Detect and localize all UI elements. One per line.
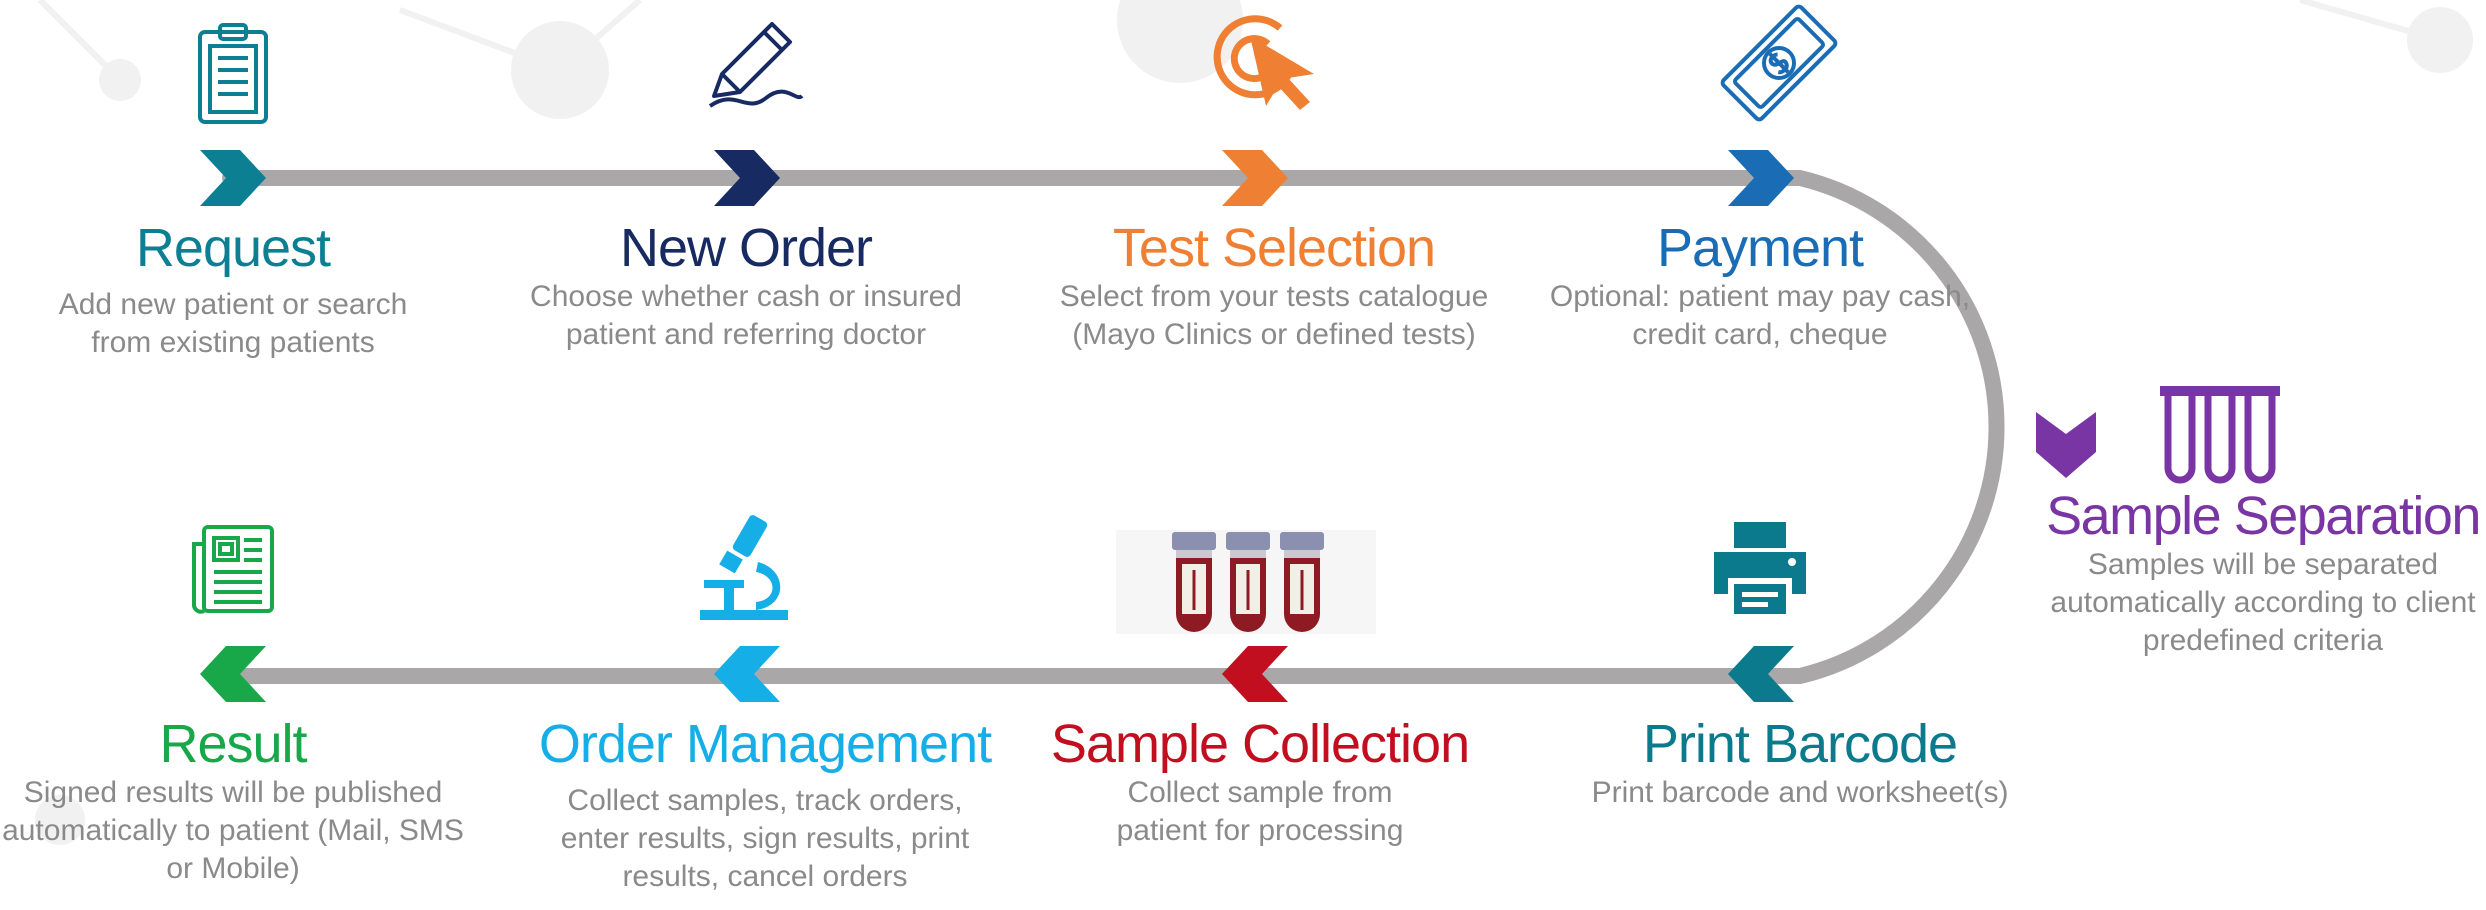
description-line: patient for processing (1116, 814, 1404, 847)
step-title: Test Selection (1112, 218, 1436, 278)
step-title: Order Management (538, 714, 992, 774)
blood-tubes-icon (1116, 530, 1376, 634)
money-bill-icon (1720, 4, 1838, 122)
description-line: Print barcode and worksheet(s) (1591, 776, 2009, 809)
sample-separation-chevron (2036, 412, 2096, 478)
description-line: or Mobile) (166, 852, 300, 885)
molecule-background-decoration (35, 0, 2473, 845)
step-title: Result (159, 714, 307, 774)
step-title: Request (135, 218, 331, 278)
test-tubes-icon (2160, 386, 2280, 484)
step-description: Add new patient or search from existing … (20, 286, 446, 362)
step-order-management: Order Management Collect samples, track … (520, 714, 1010, 896)
step-description: Collect samples, track orders, enter res… (520, 782, 1010, 896)
description-line: credit card, cheque (1632, 318, 1888, 351)
step-title: Sample Collection (1050, 714, 1470, 774)
payment-chevron (1728, 150, 1794, 206)
step-print-barcode: Print Barcode Print barcode and workshee… (1530, 714, 2070, 812)
new-order-chevron (714, 150, 780, 206)
description-line: Choose whether cash or insured (530, 280, 962, 313)
step-description: Signed results will be published automat… (0, 774, 466, 888)
step-description: Optional: patient may pay cash, credit c… (1540, 278, 1980, 354)
pencil-icon (708, 22, 804, 108)
description-line: Select from your tests catalogue (1059, 280, 1489, 313)
description-line: automatically to patient (Mail, SMS (2, 814, 464, 847)
step-test-selection: Test Selection Select from your tests ca… (1046, 218, 1502, 354)
order-management-chevron (714, 646, 780, 702)
step-sample-collection: Sample Collection Collect sample from pa… (1030, 714, 1490, 850)
description-line: enter results, sign results, print (560, 822, 970, 855)
description-line: predefined criteria (2142, 624, 2384, 657)
step-title: Print Barcode (1642, 714, 1958, 774)
step-result: Result Signed results will be published … (0, 714, 466, 888)
description-line: Add new patient or search (58, 288, 408, 321)
step-description: Collect sample from patient for processi… (1030, 774, 1490, 850)
request-chevron (200, 150, 266, 206)
step-description: Choose whether cash or insured patient a… (530, 278, 962, 354)
step-title: Sample Separation (2046, 486, 2481, 546)
printer-icon (1714, 522, 1806, 614)
track-line (222, 170, 2005, 684)
step-payment: Payment Optional: patient may pay cash, … (1540, 218, 1980, 354)
description-line: Samples will be separated (2087, 548, 2439, 581)
clipboard-icon (198, 23, 268, 124)
description-line: Optional: patient may pay cash, (1549, 280, 1971, 313)
step-sample-separation: Sample Separation Samples will be separa… (2040, 486, 2486, 660)
test-selection-chevron (1222, 150, 1288, 206)
step-request: Request Add new patient or search from e… (20, 218, 446, 362)
target-cursor-icon (1213, 15, 1314, 110)
description-line: results, cancel orders (622, 860, 908, 893)
step-description: Samples will be separated automatically … (2040, 546, 2486, 660)
step-title: New Order (619, 218, 873, 278)
step-description: Select from your tests catalogue (Mayo C… (1046, 278, 1502, 354)
description-line: automatically according to client (2050, 586, 2476, 619)
result-chevron (200, 646, 266, 702)
sample-collection-chevron (1222, 646, 1288, 702)
description-line: Collect samples, track orders, (567, 784, 963, 817)
description-line: Collect sample from (1127, 776, 1393, 809)
step-new-order: New Order Choose whether cash or insured… (530, 218, 962, 354)
print-barcode-chevron (1728, 646, 1794, 702)
description-line: patient and referring doctor (565, 318, 927, 351)
description-line: from existing patients (91, 326, 375, 359)
newspaper-icon (192, 525, 274, 614)
description-line: Signed results will be published (23, 776, 443, 809)
description-line: (Mayo Clinics or defined tests) (1072, 318, 1476, 351)
step-description: Print barcode and worksheet(s) (1530, 774, 2070, 812)
step-title: Payment (1656, 218, 1864, 278)
microscope-icon (700, 515, 788, 620)
